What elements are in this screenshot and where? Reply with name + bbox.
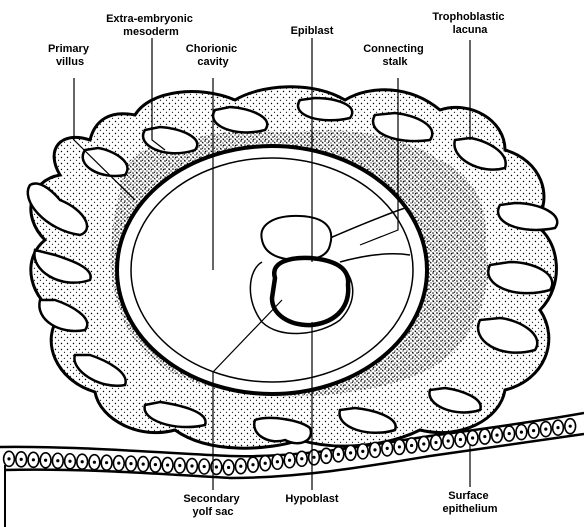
cell-nucleus bbox=[471, 436, 474, 439]
cell-nucleus bbox=[276, 460, 279, 463]
cell-nucleus bbox=[154, 463, 157, 466]
cell-nucleus bbox=[569, 425, 572, 428]
cell-nucleus bbox=[288, 459, 291, 462]
label-connecting-stalk: Connecting stalk bbox=[363, 43, 427, 68]
cell-nucleus bbox=[349, 451, 352, 454]
cell-nucleus bbox=[312, 456, 315, 459]
cell-nucleus bbox=[32, 458, 35, 461]
cell-nucleus bbox=[495, 433, 498, 436]
cell-nucleus bbox=[300, 457, 303, 460]
cell-nucleus bbox=[386, 447, 389, 450]
embryonic-disc bbox=[272, 258, 348, 325]
cell-nucleus bbox=[56, 459, 59, 462]
cell-nucleus bbox=[459, 438, 462, 441]
amniotic-cavity bbox=[261, 216, 331, 260]
cell-nucleus bbox=[520, 431, 523, 434]
label-primary-villus: Primary villus bbox=[48, 43, 92, 68]
cell-nucleus bbox=[264, 462, 267, 465]
cell-nucleus bbox=[508, 432, 511, 435]
cell-nucleus bbox=[251, 463, 254, 466]
cell-nucleus bbox=[203, 465, 206, 468]
cell-nucleus bbox=[190, 464, 193, 467]
cell-nucleus bbox=[117, 462, 120, 465]
label-hypoblast: Hypoblast bbox=[285, 493, 339, 505]
cell-nucleus bbox=[20, 458, 23, 461]
cell-nucleus bbox=[227, 466, 230, 469]
cell-nucleus bbox=[142, 463, 145, 466]
cell-nucleus bbox=[398, 445, 401, 448]
cell-nucleus bbox=[544, 428, 547, 431]
chorionic-plate-inner bbox=[131, 158, 413, 382]
label-chorionic-cavity: Chorionic cavity bbox=[186, 43, 240, 68]
cell-nucleus bbox=[239, 465, 242, 468]
cell-nucleus bbox=[434, 441, 437, 444]
cell-nucleus bbox=[410, 444, 413, 447]
cell-nucleus bbox=[337, 453, 340, 456]
cell-nucleus bbox=[44, 459, 47, 462]
cell-nucleus bbox=[105, 461, 108, 464]
cell-nucleus bbox=[532, 429, 535, 432]
cell-nucleus bbox=[178, 464, 181, 467]
cell-nucleus bbox=[556, 426, 559, 429]
cell-nucleus bbox=[215, 465, 218, 468]
cell-nucleus bbox=[447, 439, 450, 442]
cell-nucleus bbox=[483, 435, 486, 438]
label-extra-embryonic-mesoderm: Extra-embryonic mesoderm bbox=[106, 13, 196, 38]
label-trophoblastic-lacuna: Trophoblastic lacuna bbox=[432, 11, 507, 36]
label-surface-epithelium: Surface epithelium bbox=[442, 490, 497, 515]
cell-nucleus bbox=[422, 442, 425, 445]
cell-nucleus bbox=[166, 463, 169, 466]
cell-nucleus bbox=[129, 462, 132, 465]
cell-nucleus bbox=[68, 460, 71, 463]
cell-nucleus bbox=[373, 448, 376, 451]
cell-nucleus bbox=[7, 457, 10, 460]
label-epiblast: Epiblast bbox=[291, 25, 334, 37]
cell-nucleus bbox=[325, 454, 328, 457]
cell-nucleus bbox=[93, 461, 96, 464]
cell-nucleus bbox=[81, 460, 84, 463]
cell-nucleus bbox=[361, 450, 364, 453]
